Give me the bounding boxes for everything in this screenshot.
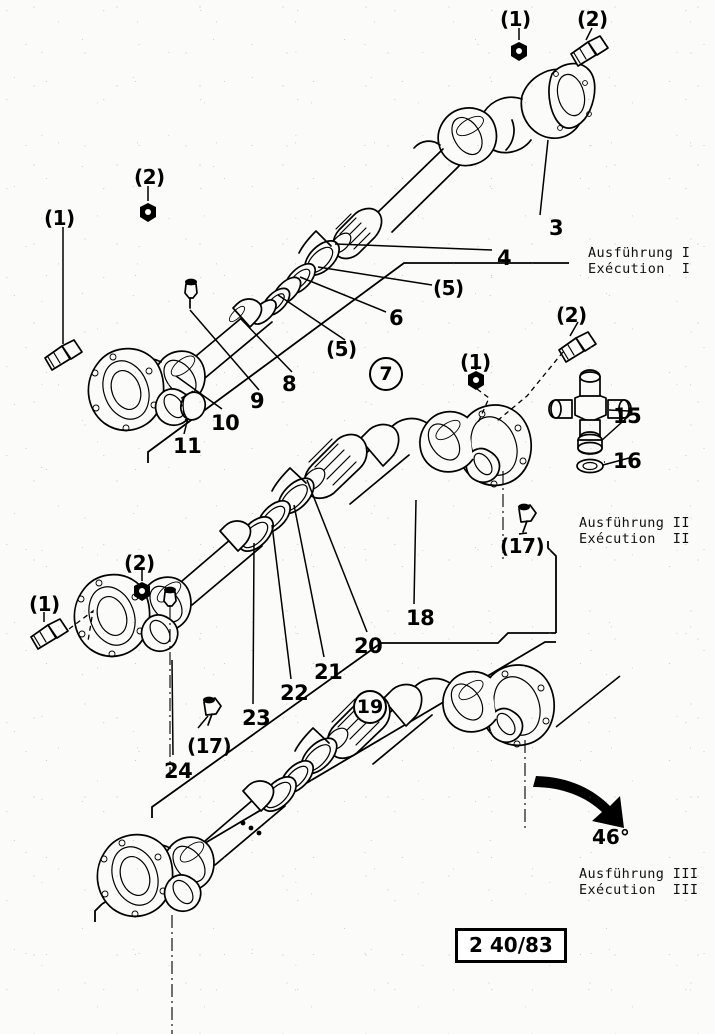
nut-top-right-1	[511, 42, 527, 61]
caption-variant-2-fr: Exécution II	[579, 531, 690, 547]
callout-8: 8	[282, 372, 297, 396]
swing-angle-arrow	[533, 776, 624, 828]
nut-left-1	[140, 203, 156, 222]
callout-16: 16	[613, 449, 642, 473]
callout-10: 10	[211, 411, 240, 435]
callout-22: 22	[280, 681, 309, 705]
callout-17-left: (17)	[187, 734, 232, 758]
callout-2-variant2: (2)	[556, 303, 587, 327]
callout-1-left: (1)	[44, 206, 75, 230]
callout-6: 6	[389, 306, 404, 330]
uj-yoke-left-3	[96, 833, 215, 918]
grease-nipple-2-left	[203, 696, 222, 726]
caption-variant-3-de: Ausführung III	[579, 866, 699, 882]
caption-variant-2-de: Ausführung II	[579, 515, 690, 531]
variant-marker-7: 7	[369, 357, 403, 391]
driveshaft-assembly-variant-1	[44, 27, 609, 435]
callout-3: 3	[549, 216, 564, 240]
uj-yoke-right-1	[437, 62, 596, 167]
callout-18: 18	[406, 606, 435, 630]
bolt-top-right-1	[570, 35, 609, 67]
flange-yoke-right-3	[411, 664, 555, 748]
callout-24: 24	[164, 759, 193, 783]
plate-number: 2 40/83	[455, 928, 567, 963]
callout-5-lower: (5)	[326, 337, 357, 361]
bolt-2-variant2	[558, 331, 597, 363]
callout-11: 11	[173, 434, 202, 458]
variant-marker-19: 19	[353, 690, 387, 724]
flange-yoke-right-2	[388, 404, 532, 488]
bolt-left-1	[44, 339, 83, 371]
bolt-1-left-variant2	[30, 618, 69, 650]
callout-2-top-right: (2)	[577, 7, 608, 31]
caption-variant-1-de: Ausführung I	[588, 245, 691, 261]
callout-9: 9	[250, 389, 265, 413]
callout-15: 15	[613, 404, 642, 428]
seal-ring-stack-1	[251, 230, 340, 325]
callout-23: 23	[242, 706, 271, 730]
angle-label: 46°	[592, 825, 630, 849]
callout-1-top-right: (1)	[500, 7, 531, 31]
callout-1-left-variant2: (1)	[29, 592, 60, 616]
caption-variant-1-fr: Exécution I	[588, 261, 691, 277]
bearing-cap-stack	[576, 433, 604, 474]
callout-17-right: (17)	[500, 534, 545, 558]
nipple-24	[163, 586, 177, 607]
caption-variant-3-fr: Exécution III	[579, 882, 699, 898]
uj-yoke-left-2	[73, 573, 192, 658]
callout-2-left-variant2: (2)	[124, 551, 155, 575]
grease-nipple-1	[184, 278, 198, 309]
callout-4: 4	[497, 246, 512, 270]
callout-2-left: (2)	[134, 165, 165, 189]
callout-5-upper: (5)	[433, 276, 464, 300]
grease-nipple-2-right	[518, 503, 537, 533]
callout-20: 20	[354, 634, 383, 658]
callout-1-variant2: (1)	[460, 350, 491, 374]
callout-21: 21	[314, 660, 343, 684]
